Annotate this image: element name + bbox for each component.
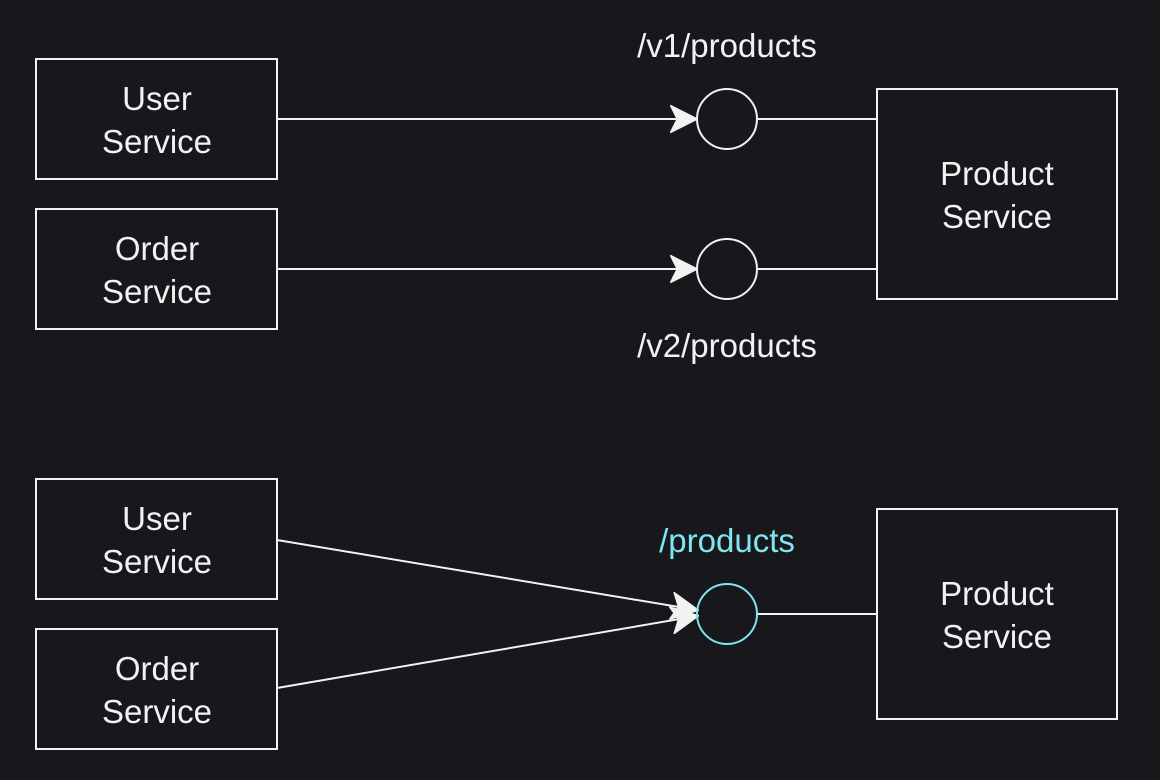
- bottom-product-service-label-line1: Product: [940, 575, 1054, 612]
- bottom-user-service-label-line1: User: [122, 500, 192, 537]
- top-order-service-node: Order Service: [35, 208, 278, 330]
- unversioned-section: User Service Order Service Product Servi…: [35, 478, 1118, 750]
- bottom-order-service-label-line1: Order: [115, 650, 199, 687]
- top-user-service-label-line1: User: [122, 80, 192, 117]
- bottom-order-service-label-line2: Service: [102, 693, 212, 730]
- top-product-service-label-line2: Service: [942, 198, 1052, 235]
- endpoint-products-circle: [696, 583, 758, 645]
- top-order-service-label-line1: Order: [115, 230, 199, 267]
- top-order-service-label-line2: Service: [102, 273, 212, 310]
- bottom-user-service-label-line2: Service: [102, 543, 212, 580]
- top-user-service-node: User Service: [35, 58, 278, 180]
- bottom-product-service-node: Product Service: [876, 508, 1118, 720]
- endpoint-products-label: /products: [659, 522, 795, 559]
- bottom-product-service-label-line2: Service: [942, 618, 1052, 655]
- bottom-order-service-node: Order Service: [35, 628, 278, 750]
- bottom-user-service-node: User Service: [35, 478, 278, 600]
- endpoint-v1-label: /v1/products: [637, 27, 817, 64]
- top-product-service-label-line1: Product: [940, 155, 1054, 192]
- versioned-section: User Service Order Service Product Servi…: [35, 27, 1118, 364]
- edge-order-to-products: [276, 616, 697, 689]
- top-user-service-label-line2: Service: [102, 123, 212, 160]
- endpoint-v2-label: /v2/products: [637, 327, 817, 364]
- top-product-service-node: Product Service: [876, 88, 1118, 300]
- endpoint-v2-circle: [696, 238, 758, 300]
- endpoint-v1-circle: [696, 88, 758, 150]
- edge-user-to-products: [276, 539, 697, 610]
